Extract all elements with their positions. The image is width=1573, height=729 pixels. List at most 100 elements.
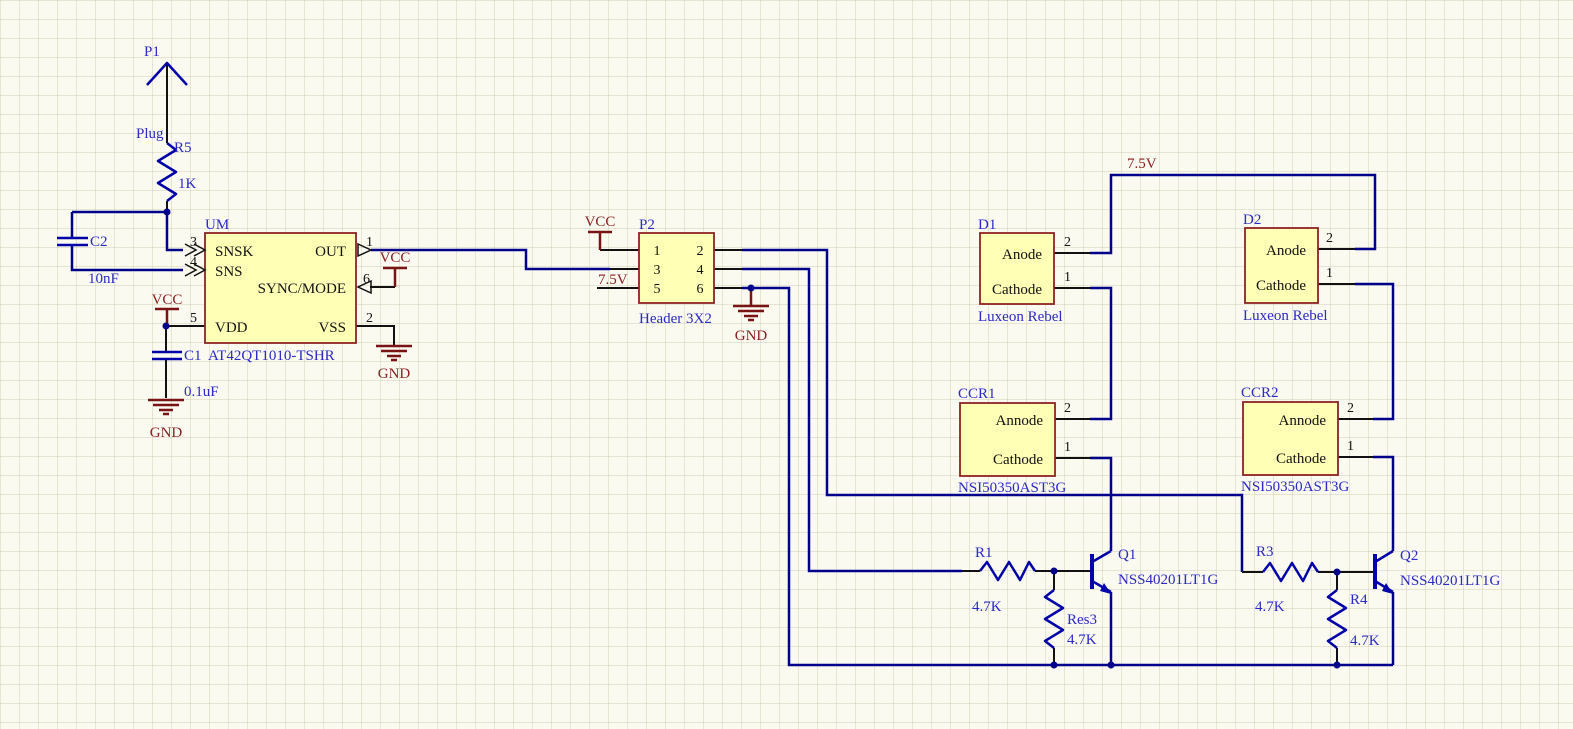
- r3-zigzag[interactable]: [1262, 561, 1320, 583]
- wire-gnd-rail[interactable]: [742, 286, 1393, 667]
- power-gnd-p2[interactable]: GND: [733, 289, 769, 344]
- power-vcc-p2[interactable]: VCC: [585, 214, 616, 250]
- p1-comment[interactable]: Plug: [136, 126, 164, 142]
- r1-value[interactable]: 4.7K: [972, 599, 1002, 615]
- vcc-label[interactable]: VCC: [585, 214, 616, 230]
- netlabel-75v-rail[interactable]: 7.5V: [1127, 156, 1157, 172]
- res3-zigzag[interactable]: [1043, 589, 1065, 649]
- resistor-r4[interactable]: R4 4.7K: [1326, 589, 1380, 649]
- gnd-label[interactable]: GND: [378, 366, 411, 382]
- r4-zigzag[interactable]: [1326, 589, 1348, 649]
- resistor-r3[interactable]: R3 4.7K: [1255, 544, 1320, 615]
- ic-um[interactable]: UM AT42QT1010-TSHR SNSK SNS SYNC/MODE VD…: [184, 217, 373, 364]
- r1-zigzag[interactable]: [979, 560, 1037, 582]
- regulator-ccr1[interactable]: CCR1 NSI50350AST3G Annode Cathode 2 1: [958, 386, 1071, 496]
- um-designator[interactable]: UM: [205, 217, 229, 233]
- ccr1-designator[interactable]: CCR1: [958, 386, 996, 402]
- q1-part[interactable]: NSS40201LT1G: [1118, 572, 1218, 588]
- transistor-q1[interactable]: Q1 NSS40201LT1G: [1090, 547, 1218, 594]
- ccr2-body[interactable]: [1242, 401, 1339, 476]
- d1-body[interactable]: [979, 232, 1055, 305]
- gnd-symbol[interactable]: [376, 344, 412, 362]
- capacitor-c2[interactable]: C2 10nF: [57, 234, 119, 287]
- vcc-label[interactable]: VCC: [380, 250, 411, 266]
- r4-designator[interactable]: R4: [1350, 592, 1368, 608]
- wire-snsk-net[interactable]: [165, 212, 183, 252]
- d2-part[interactable]: Luxeon Rebel: [1243, 308, 1328, 324]
- power-gnd-um-vss[interactable]: GND: [376, 344, 412, 382]
- ccr2-designator[interactable]: CCR2: [1241, 385, 1279, 401]
- c1-value[interactable]: 0.1uF: [184, 384, 219, 400]
- capacitor-c1[interactable]: C1 0.1uF: [152, 348, 219, 400]
- gnd-label[interactable]: GND: [150, 425, 183, 441]
- d2-body[interactable]: [1244, 227, 1319, 304]
- wire-p2pin2-to-r3[interactable]: [742, 248, 1244, 572]
- resistor-r5[interactable]: R5 1K: [156, 140, 197, 202]
- d1-designator[interactable]: D1: [978, 217, 996, 233]
- wire-d2cath-to-ccr2[interactable]: [1355, 282, 1395, 421]
- gnd-label[interactable]: GND: [735, 328, 768, 344]
- ccr1-body[interactable]: [959, 402, 1056, 477]
- p1-designator[interactable]: P1: [144, 44, 160, 60]
- p2-part[interactable]: Header 3X2: [639, 311, 712, 327]
- r5-zigzag[interactable]: [156, 142, 178, 202]
- wire-d1cath-to-ccr1[interactable]: [1090, 286, 1113, 421]
- c2-designator[interactable]: C2: [90, 234, 108, 250]
- p2-body[interactable]: [638, 232, 715, 304]
- r1-designator[interactable]: R1: [975, 545, 993, 561]
- r5-designator[interactable]: R5: [174, 140, 192, 156]
- p2-designator[interactable]: P2: [639, 217, 655, 233]
- q1-collector-emitter[interactable]: [1091, 549, 1112, 594]
- gnd-symbol[interactable]: [148, 398, 184, 416]
- c2-plates[interactable]: [57, 236, 88, 247]
- header-p2[interactable]: P2 Header 3X2 1 2 3 4 5 6: [638, 217, 715, 327]
- connector-p1[interactable]: P1 Plug: [136, 44, 188, 142]
- resistor-r1[interactable]: R1 4.7K: [972, 545, 1037, 615]
- ccr1-part[interactable]: NSI50350AST3G: [958, 480, 1067, 496]
- power-gnd-c1[interactable]: GND: [148, 398, 184, 441]
- wire-sns-net[interactable]: [70, 245, 183, 272]
- ccr2-part[interactable]: NSI50350AST3G: [1241, 479, 1350, 495]
- d1-pin-num-1: 1: [1064, 270, 1071, 285]
- vcc-label[interactable]: VCC: [152, 292, 183, 308]
- q2-part[interactable]: NSS40201LT1G: [1400, 573, 1500, 589]
- c1-designator[interactable]: C1: [184, 348, 202, 364]
- q2-designator[interactable]: Q2: [1400, 548, 1418, 564]
- d2-designator[interactable]: D2: [1243, 212, 1261, 228]
- r3-value[interactable]: 4.7K: [1255, 599, 1285, 615]
- um-part[interactable]: AT42QT1010-TSHR: [208, 348, 335, 364]
- r5-value[interactable]: 1K: [178, 176, 197, 192]
- wire-ccr1cath-to-q1col[interactable]: [1090, 456, 1113, 551]
- vcc-symbol[interactable]: [383, 266, 407, 287]
- pin-um-vss[interactable]: [356, 325, 395, 345]
- regulator-ccr2[interactable]: CCR2 NSI50350AST3G Annode Cathode 2 1: [1241, 385, 1354, 495]
- plug-arrow-icon[interactable]: [146, 61, 188, 86]
- led-d1[interactable]: D1 Luxeon Rebel Anode Cathode 2 1: [978, 217, 1071, 325]
- gnd-symbol[interactable]: [733, 289, 769, 322]
- um-pin-num-6: 6: [363, 272, 370, 287]
- res3-value[interactable]: 4.7K: [1067, 632, 1097, 648]
- wire-ccr2cath-to-q2col[interactable]: [1373, 455, 1395, 551]
- um-body[interactable]: [204, 232, 357, 344]
- r3-designator[interactable]: R3: [1256, 544, 1274, 560]
- junction-q2-base: [1333, 568, 1341, 576]
- q2-collector-emitter[interactable]: [1374, 549, 1394, 594]
- power-vcc-um-vdd[interactable]: VCC: [152, 292, 183, 326]
- c2-value[interactable]: 10nF: [88, 271, 119, 287]
- wire-p2pin4-to-r1[interactable]: [742, 267, 962, 573]
- r4-value[interactable]: 4.7K: [1350, 633, 1380, 649]
- led-d2[interactable]: D2 Luxeon Rebel Anode Cathode 2 1: [1243, 212, 1333, 324]
- res3-designator[interactable]: Res3: [1067, 612, 1097, 628]
- netlabel-75v-p2[interactable]: 7.5V: [598, 272, 628, 288]
- transistor-q2[interactable]: Q2 NSS40201LT1G: [1373, 548, 1500, 594]
- wire-75v-rail[interactable]: [1090, 173, 1377, 255]
- d1-part[interactable]: Luxeon Rebel: [978, 309, 1063, 325]
- q1-designator[interactable]: Q1: [1118, 547, 1136, 563]
- power-vcc-um-sync[interactable]: VCC: [380, 250, 411, 287]
- vcc-symbol[interactable]: [588, 230, 612, 250]
- resistor-res3[interactable]: Res3 4.7K: [1043, 589, 1097, 649]
- wire-out-net[interactable]: [371, 248, 610, 271]
- c1-plates[interactable]: [152, 350, 182, 361]
